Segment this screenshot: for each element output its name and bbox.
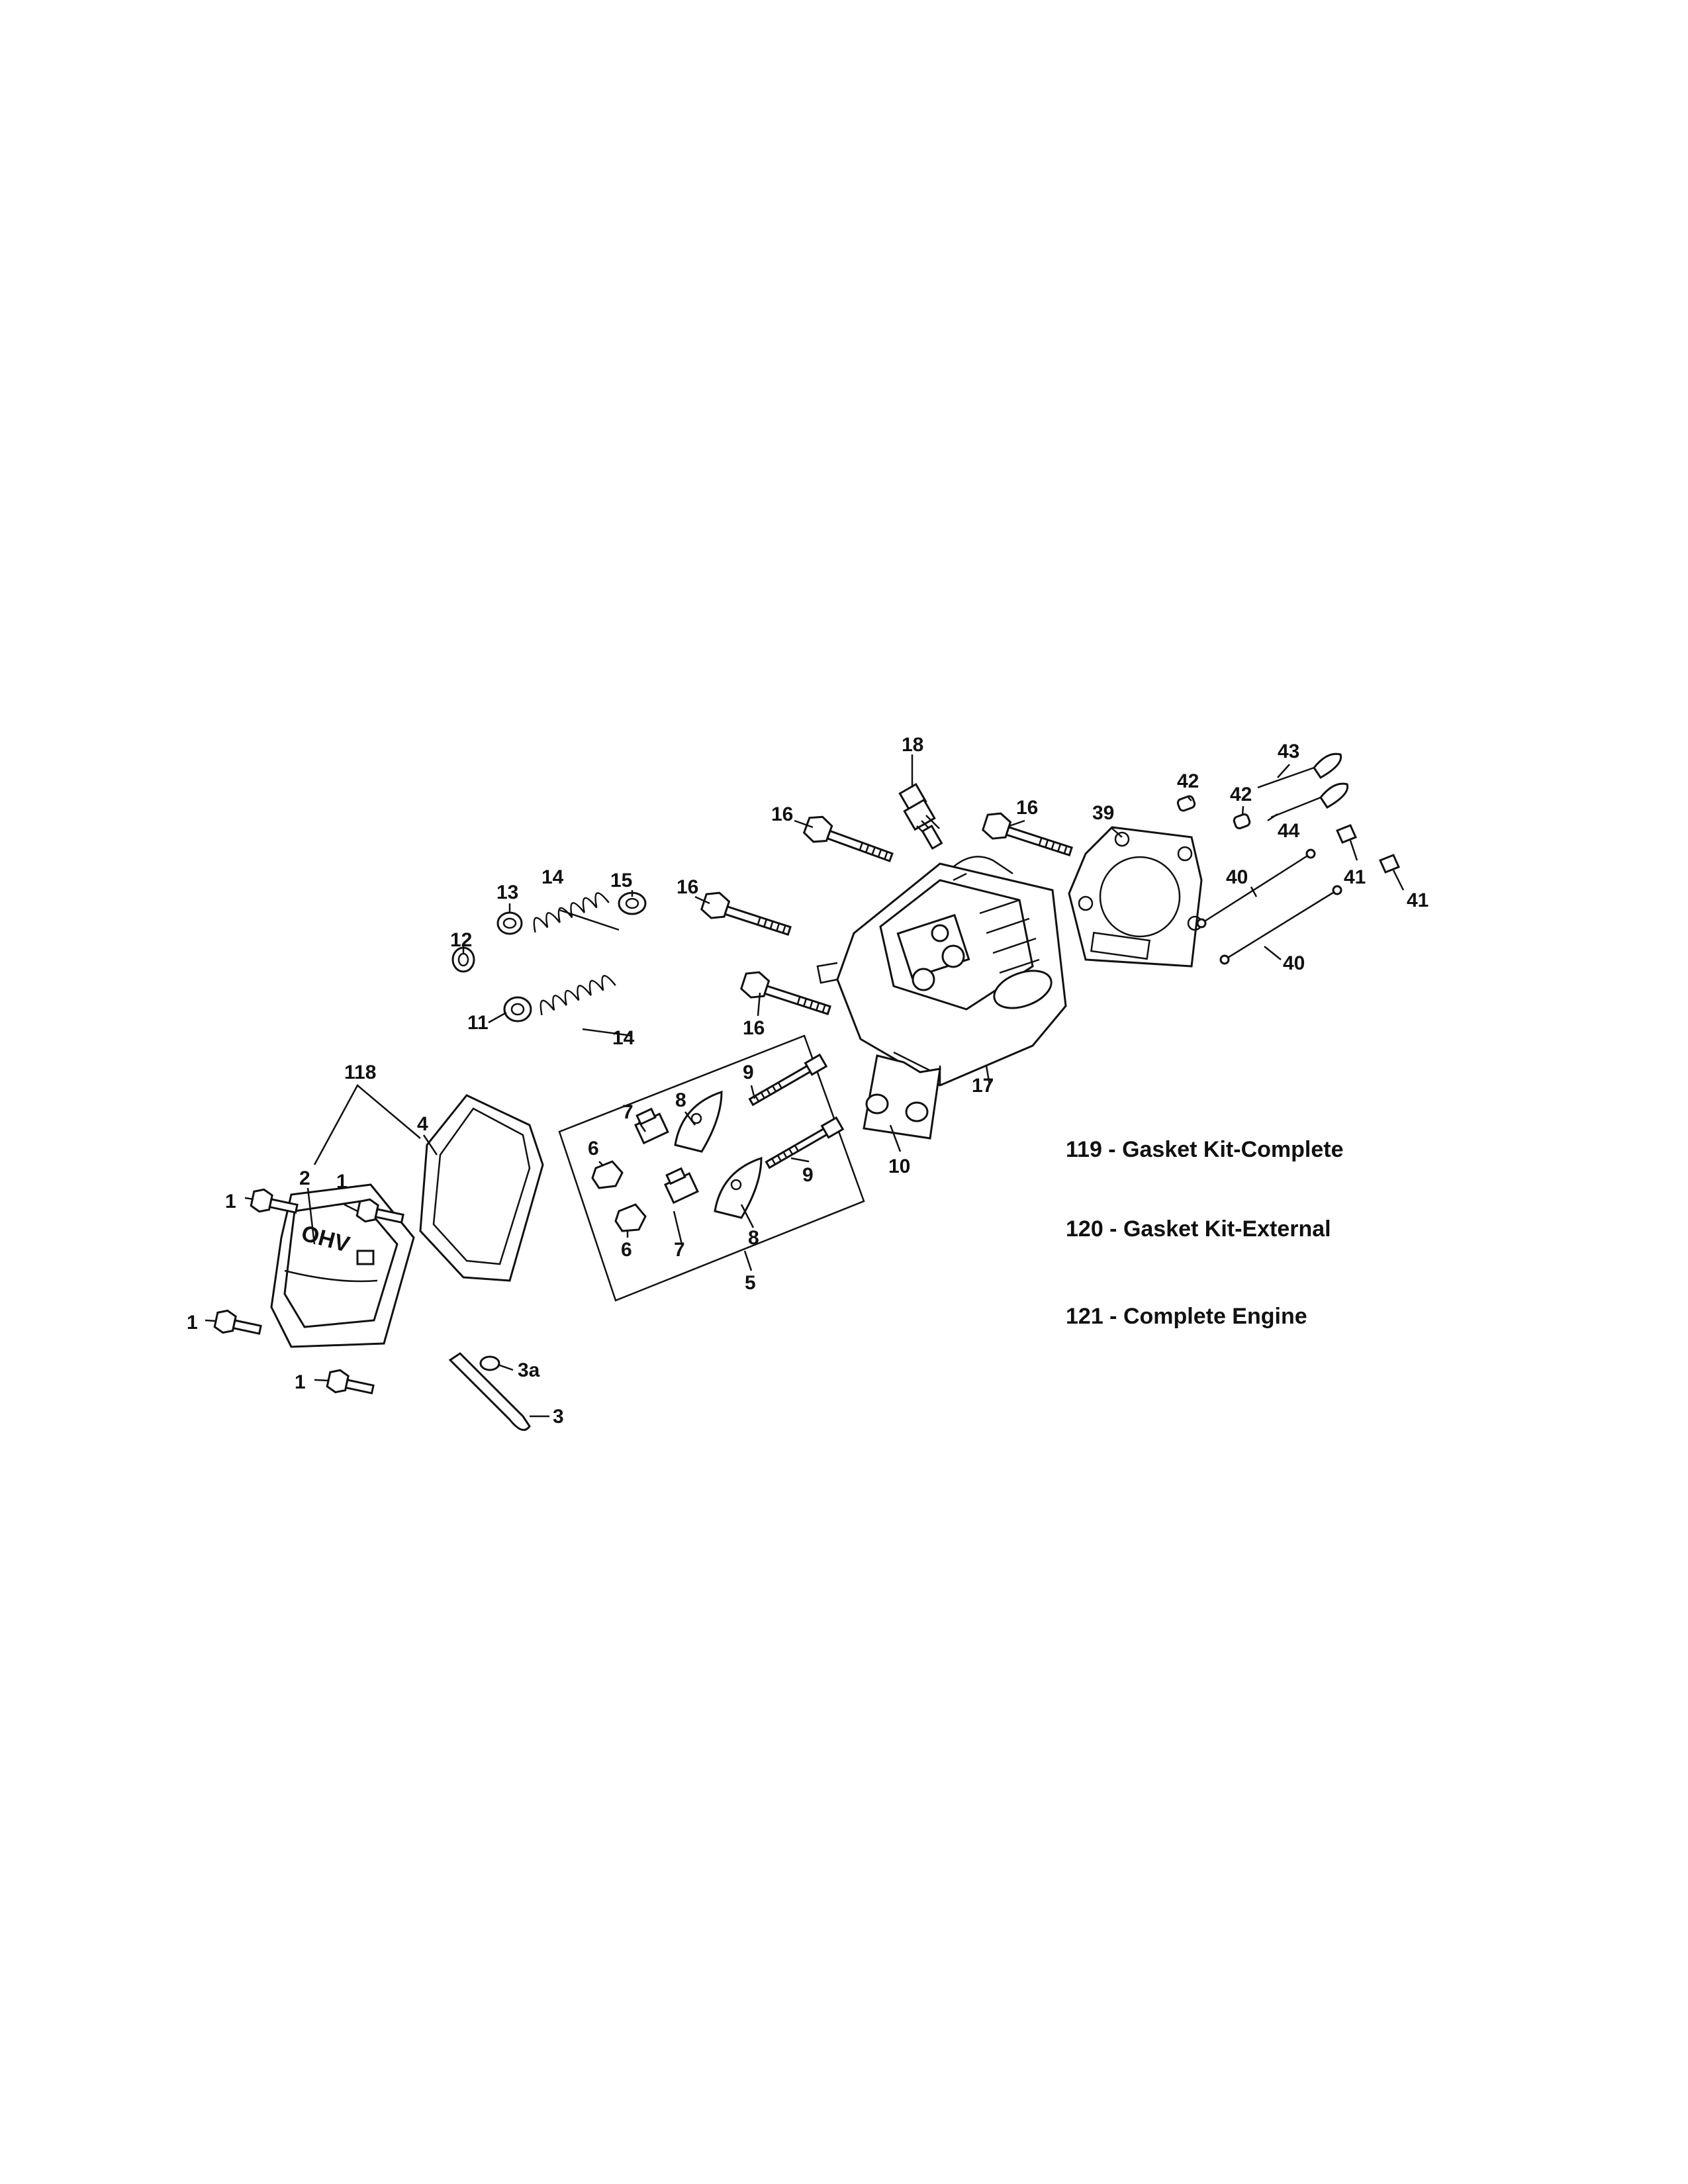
- cylinder-head-part: [816, 856, 1067, 1087]
- callout-44: 44: [1278, 820, 1300, 842]
- callout-9: 9: [802, 1164, 814, 1186]
- callout-39: 39: [1092, 802, 1114, 824]
- callout-43: 43: [1278, 741, 1299, 762]
- callout-5: 5: [745, 1272, 756, 1294]
- callout-8: 8: [675, 1089, 686, 1111]
- callout-1: 1: [187, 1312, 198, 1334]
- valve-spring-parts: [451, 891, 647, 1023]
- callout-8: 8: [748, 1227, 759, 1249]
- callout-labels: 18 16 16 16 16 17 39 42 42 43 44 40 40 4…: [187, 734, 1429, 1428]
- callout-42: 42: [1230, 784, 1252, 805]
- callout-15: 15: [610, 870, 632, 891]
- callout-9: 9: [743, 1062, 754, 1083]
- note-gasket-kit-external: 120 - Gasket Kit-External: [1066, 1216, 1331, 1242]
- callout-3a: 3a: [518, 1359, 540, 1381]
- callout-41: 41: [1407, 889, 1429, 911]
- rocker-arm-parts: [591, 1053, 845, 1232]
- callout-14: 14: [541, 866, 564, 888]
- callout-41: 41: [1344, 866, 1366, 888]
- note-complete-engine: 121 - Complete Engine: [1066, 1304, 1307, 1329]
- callout-1: 1: [336, 1171, 348, 1193]
- callout-40: 40: [1283, 952, 1305, 974]
- head-bolt-parts: [700, 812, 1073, 1016]
- callout-6: 6: [588, 1138, 599, 1160]
- leader-lines: [205, 754, 1405, 1418]
- callout-13: 13: [496, 882, 518, 903]
- note-gasket-kit-complete: 119 - Gasket Kit-Complete: [1066, 1137, 1343, 1162]
- valve-cover-gasket-part: [419, 1094, 544, 1282]
- guide-plate-part: [863, 1054, 941, 1140]
- callout-16: 16: [1016, 797, 1038, 819]
- callout-7: 7: [674, 1239, 685, 1261]
- callout-1: 1: [225, 1191, 236, 1212]
- cover-bolt-parts: [213, 1188, 404, 1394]
- callout-16: 16: [677, 876, 698, 898]
- callout-1: 1: [295, 1371, 306, 1393]
- callout-16: 16: [743, 1017, 765, 1039]
- breather-tube-part: [448, 1352, 531, 1432]
- callout-16: 16: [771, 803, 793, 825]
- valve-keeper-parts: [1176, 795, 1401, 874]
- callout-17: 17: [972, 1075, 994, 1097]
- callout-18: 18: [902, 734, 923, 756]
- callout-7: 7: [622, 1101, 633, 1123]
- callout-11: 11: [467, 1012, 489, 1034]
- callout-2: 2: [299, 1167, 310, 1189]
- callout-10: 10: [888, 1156, 910, 1177]
- callout-6: 6: [621, 1239, 632, 1261]
- callout-40: 40: [1226, 866, 1248, 888]
- head-gasket-part: [1068, 826, 1203, 968]
- callout-4: 4: [417, 1113, 428, 1135]
- callout-42: 42: [1177, 770, 1199, 792]
- spark-plug-part: [898, 782, 943, 850]
- rocker-box-outline: [558, 1034, 865, 1302]
- kit-notes: 119 - Gasket Kit-Complete 120 - Gasket K…: [1066, 1137, 1343, 1329]
- callout-3: 3: [553, 1406, 564, 1428]
- callout-12: 12: [450, 929, 472, 951]
- callout-118: 118: [344, 1062, 376, 1083]
- callout-14: 14: [612, 1027, 635, 1049]
- valve-parts: [1196, 752, 1349, 965]
